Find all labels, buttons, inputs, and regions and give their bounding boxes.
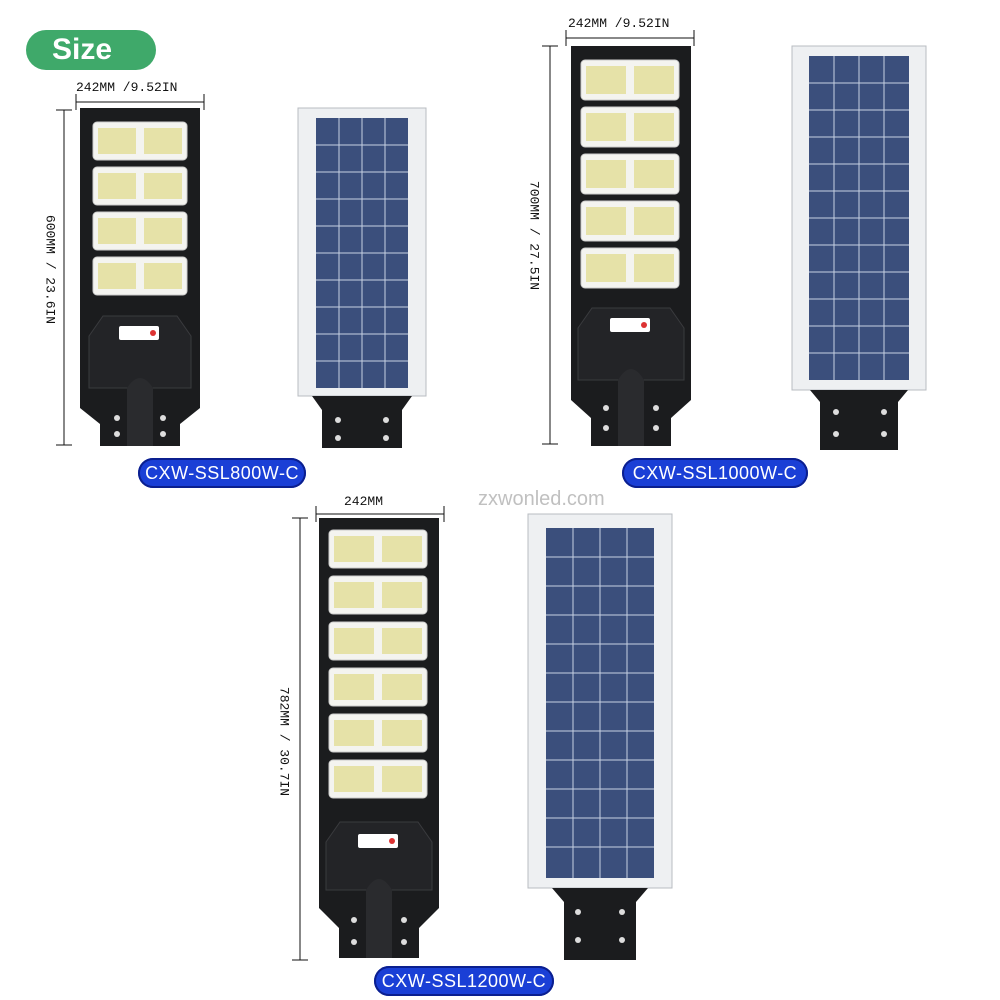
solar-panel-800w	[297, 107, 427, 448]
height-label-1: 600MM / 23.6IN	[42, 214, 58, 325]
solar-panel-1200w	[527, 513, 673, 960]
led-housing-1000w	[571, 46, 691, 446]
height-dimension-line-3	[292, 517, 308, 961]
width-label-1: 242MM /9.52IN	[76, 80, 178, 95]
model-badge-1200w: CXW-SSL1200W-C	[374, 966, 554, 996]
model-label-1200w: CXW-SSL1200W-C	[381, 970, 547, 991]
model-label-800w: CXW-SSL800W-C	[145, 462, 299, 483]
led-housing-800w	[80, 108, 200, 446]
height-label-3: 782MM / 30.7IN	[276, 686, 292, 797]
model-label-1000w: CXW-SSL1000W-C	[632, 462, 798, 483]
height-label-2: 700MM / 27.5IN	[526, 180, 542, 291]
size-label: Size	[52, 33, 113, 66]
size-badge: Size	[26, 30, 156, 70]
width-label-3: 242MM	[344, 494, 384, 509]
model-badge-800w: CXW-SSL800W-C	[138, 458, 306, 488]
led-modules-800w	[92, 121, 188, 296]
height-dimension-line-2	[542, 45, 558, 445]
width-dimension-line-2	[565, 30, 695, 46]
width-dimension-line-3	[315, 506, 445, 522]
width-dimension-line-1	[75, 94, 205, 110]
solar-panel-1000w	[791, 45, 927, 450]
width-label-2: 242MM /9.52IN	[568, 16, 670, 31]
watermark: zxwonled.com	[478, 488, 605, 510]
height-dimension-line-1	[56, 109, 72, 446]
led-housing-1200w	[319, 518, 439, 958]
model-badge-1000w: CXW-SSL1000W-C	[622, 458, 808, 488]
